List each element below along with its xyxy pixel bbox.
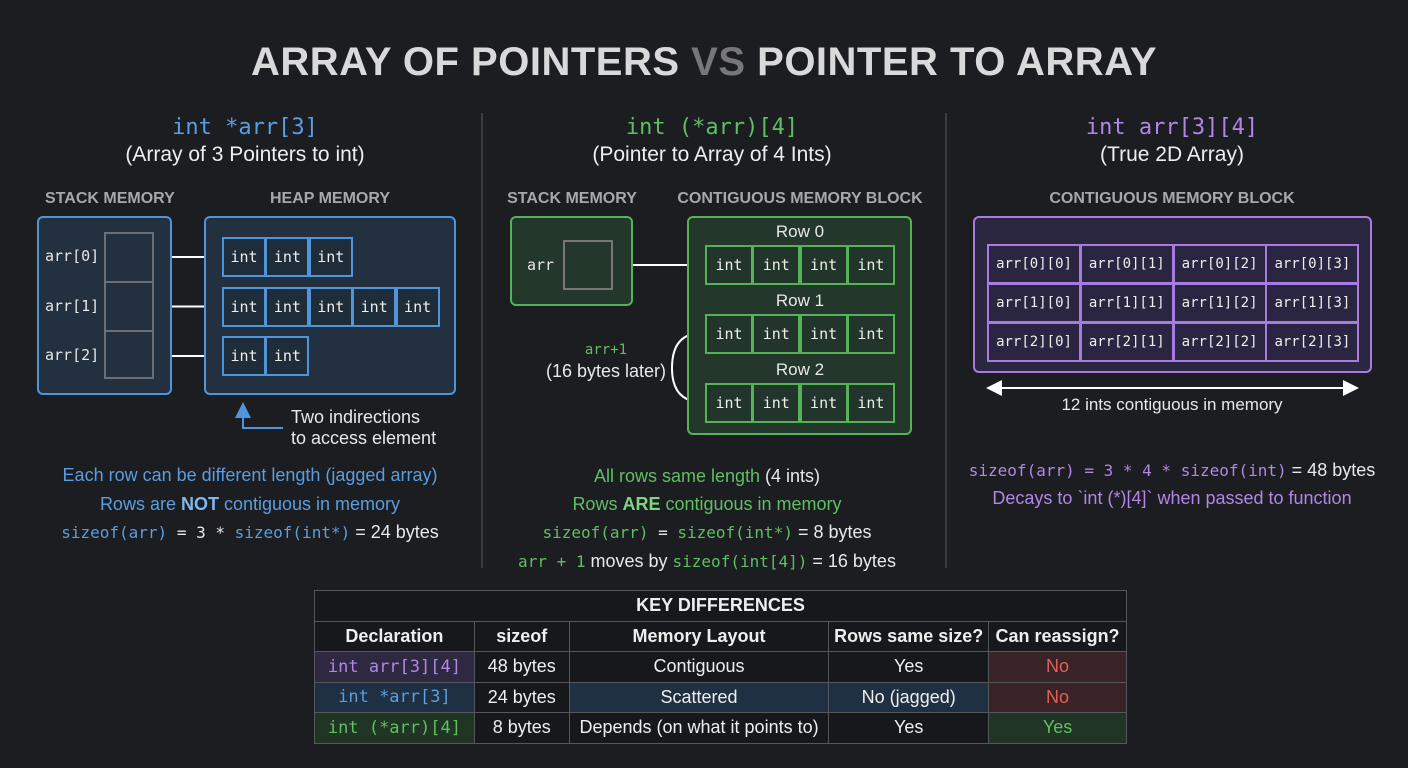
divider bbox=[945, 113, 947, 568]
span-note: 12 ints contiguous in memory bbox=[1061, 395, 1283, 414]
int-cell: int bbox=[846, 383, 895, 423]
column-header: Rows same size? bbox=[828, 620, 990, 652]
table-cell: Yes bbox=[828, 651, 990, 683]
array-element: arr[1][2] bbox=[1172, 283, 1267, 323]
divider bbox=[481, 113, 483, 568]
panel1-code: int *arr[3] bbox=[172, 115, 318, 140]
pointer-label: arr[1] bbox=[45, 296, 100, 315]
table-cell: Depends (on what it points to) bbox=[568, 712, 830, 744]
panel1-subtitle: (Array of 3 Pointers to int) bbox=[125, 143, 365, 166]
slot-divider bbox=[104, 330, 154, 332]
panel1-line1: Each row can be different length (jagged… bbox=[62, 465, 438, 485]
panel2-line2: Rows ARE contiguous in memory bbox=[572, 494, 842, 514]
block-label: CONTIGUOUS MEMORY BLOCK bbox=[1049, 190, 1295, 207]
step-note: (16 bytes later) bbox=[545, 361, 667, 381]
panel3-subtitle: (True 2D Array) bbox=[1100, 143, 1244, 166]
table-cell: int (*arr)[4] bbox=[314, 712, 475, 744]
heap-label: HEAP MEMORY bbox=[269, 190, 391, 207]
int-cell: int bbox=[265, 286, 310, 327]
table-cell: No bbox=[988, 681, 1127, 713]
column-header: Declaration bbox=[314, 620, 475, 652]
int-cell: int bbox=[352, 286, 397, 327]
int-cell: int bbox=[705, 245, 753, 285]
panel2-line3: sizeof(arr) = sizeof(int*) = 8 bytes bbox=[542, 522, 872, 542]
int-cell: int bbox=[308, 286, 353, 327]
table-cell: 8 bytes bbox=[473, 712, 570, 744]
int-cell: int bbox=[222, 237, 266, 277]
table-title: KEY DIFFERENCES bbox=[314, 590, 1127, 622]
array-element: arr[2][3] bbox=[1265, 322, 1360, 362]
int-cell: int bbox=[799, 245, 848, 285]
indirection-arrow bbox=[235, 402, 283, 429]
int-cell: int bbox=[308, 237, 353, 277]
array-element: arr[1][0] bbox=[987, 283, 1081, 323]
array-element: arr[0][2] bbox=[1172, 244, 1267, 284]
array-element: arr[0][3] bbox=[1265, 244, 1360, 284]
panel1-line2: Rows are NOT contiguous in memory bbox=[99, 494, 401, 514]
stack-label: STACK MEMORY bbox=[507, 190, 637, 207]
int-cell: int bbox=[752, 245, 801, 285]
table-cell: int *arr[3] bbox=[314, 681, 475, 713]
panel3-line2: Decays to `int (*)[4]` when passed to fu… bbox=[992, 488, 1352, 508]
pointer-slot bbox=[563, 240, 613, 290]
row-label: Row 2 bbox=[775, 360, 825, 379]
array-element: arr[1][1] bbox=[1079, 283, 1174, 323]
block-label: CONTIGUOUS MEMORY BLOCK bbox=[677, 190, 923, 207]
panel1-line3: sizeof(arr) = 3 * sizeof(int*) = 24 byte… bbox=[61, 522, 439, 542]
int-cell: int bbox=[799, 383, 848, 423]
table-cell: No bbox=[988, 651, 1127, 683]
int-cell: int bbox=[395, 286, 440, 327]
panel3-code: int arr[3][4] bbox=[1085, 115, 1259, 140]
panel2-line1: All rows same length (4 ints) bbox=[593, 466, 821, 486]
column-header: Memory Layout bbox=[568, 620, 830, 652]
row-label: Row 1 bbox=[775, 291, 825, 310]
int-cell: int bbox=[705, 314, 753, 354]
table-cell: No (jagged) bbox=[828, 681, 990, 713]
table-cell: int arr[3][4] bbox=[314, 651, 475, 683]
panel2-code: int (*arr)[4] bbox=[625, 115, 799, 140]
table-cell: Contiguous bbox=[568, 651, 830, 683]
int-cell: int bbox=[799, 314, 848, 354]
int-cell: int bbox=[222, 336, 266, 376]
int-cell: int bbox=[846, 314, 895, 354]
array-element: arr[2][0] bbox=[987, 322, 1081, 362]
array-element: arr[2][1] bbox=[1079, 322, 1174, 362]
int-cell: int bbox=[752, 383, 801, 423]
column-header: Can reassign? bbox=[988, 620, 1127, 652]
page-title: ARRAY OF POINTERS VS POINTER TO ARRAY bbox=[250, 40, 1158, 84]
slot-divider bbox=[104, 281, 154, 283]
array-element: arr[0][0] bbox=[987, 244, 1081, 284]
array-element: arr[0][1] bbox=[1079, 244, 1174, 284]
pointer-label: arr[0] bbox=[45, 247, 100, 265]
row-label: Row 0 bbox=[775, 222, 825, 241]
pointer-array bbox=[104, 232, 154, 379]
pointer-label: arr[2] bbox=[45, 346, 100, 364]
table-cell: Yes bbox=[828, 712, 990, 744]
stack-label: STACK MEMORY bbox=[45, 190, 175, 207]
table-cell: Scattered bbox=[568, 681, 830, 713]
panel2-subtitle: (Pointer to Array of 4 Ints) bbox=[592, 143, 832, 166]
int-cell: int bbox=[265, 336, 310, 376]
column-header: sizeof bbox=[473, 620, 570, 652]
table-cell: 48 bytes bbox=[473, 651, 570, 683]
panel2-line4: arr + 1 moves by sizeof(int[4]) = 16 byt… bbox=[518, 551, 896, 571]
array-element: arr[1][3] bbox=[1265, 283, 1360, 323]
int-cell: int bbox=[846, 245, 895, 285]
var-label: arr bbox=[527, 256, 555, 274]
table-cell: 24 bytes bbox=[473, 681, 570, 713]
step-code: arr+1 bbox=[584, 342, 628, 358]
array-element: arr[2][2] bbox=[1172, 322, 1267, 362]
int-cell: int bbox=[705, 383, 753, 423]
panel3-line1: sizeof(arr) = 3 * 4 * sizeof(int) = 48 b… bbox=[968, 460, 1376, 480]
int-cell: int bbox=[222, 286, 266, 327]
int-cell: int bbox=[265, 237, 310, 277]
int-cell: int bbox=[752, 314, 801, 354]
table-cell: Yes bbox=[988, 712, 1127, 744]
